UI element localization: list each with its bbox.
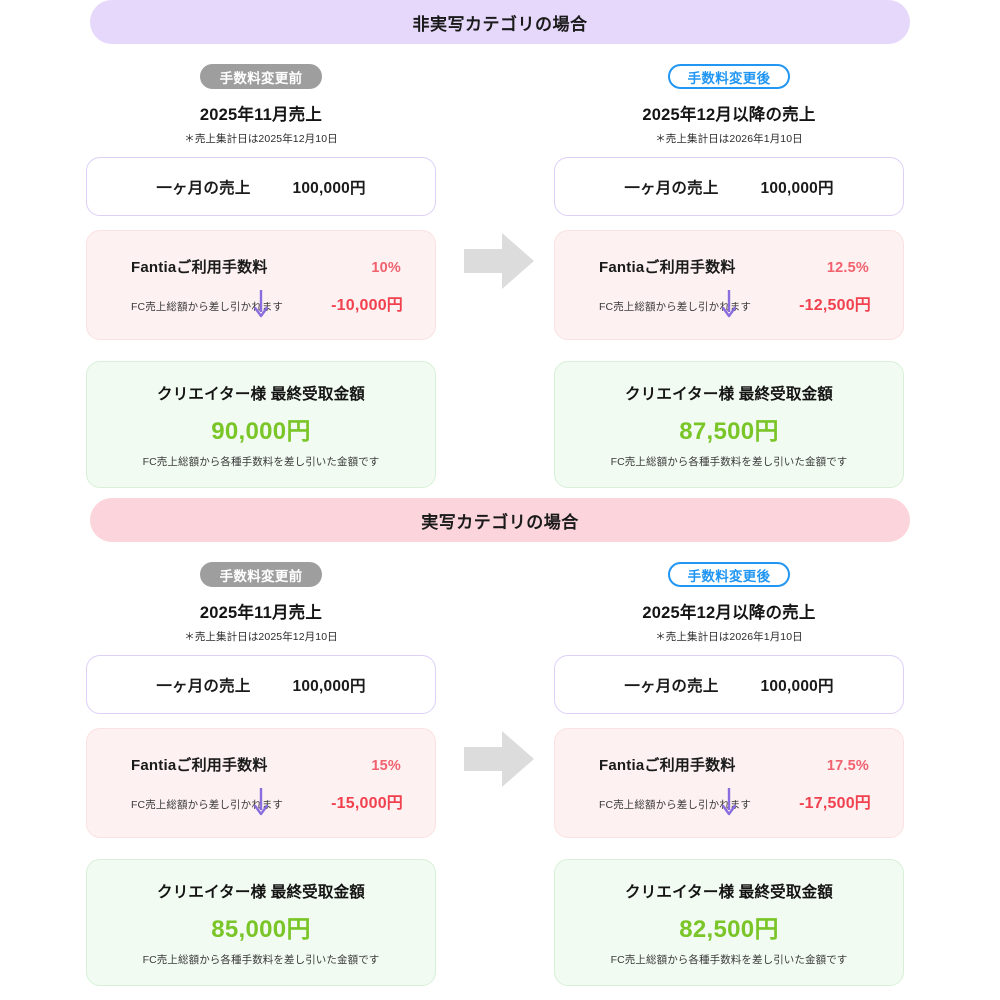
card-creator-payout: クリエイター様 最終受取金額 90,000円 FC売上総額から各種手数料を差し引… — [86, 361, 436, 488]
payout-note: FC売上総額から各種手数料を差し引いた金額です — [142, 954, 380, 966]
column-after-non-photographic: 手数料変更後 2025年12月以降の売上 ＊売上集計日は2026年1月10日 一… — [554, 64, 904, 488]
card-service-fee: Fantiaご利用手数料 12.5% FC売上総額から差し引かれます -12,5… — [554, 230, 904, 340]
fee-percent-value: 10% — [371, 259, 401, 276]
payout-note: FC売上総額から各種手数料を差し引いた金額です — [610, 954, 848, 966]
arrow-right-icon — [462, 230, 538, 292]
fee-percent-value: 12.5% — [826, 259, 869, 276]
fee-name-label: Fantiaご利用手数料 — [599, 756, 736, 774]
column-note: ＊売上集計日は2026年1月10日 — [655, 133, 803, 145]
payout-label: クリエイター様 最終受取金額 — [625, 386, 833, 403]
fee-name-label: Fantiaご利用手数料 — [131, 258, 268, 276]
payout-note: FC売上総額から各種手数料を差し引いた金額です — [142, 456, 380, 468]
section-photographic: 実写カテゴリの場合 手数料変更前 2025年11月売上 ＊売上集計日は2025年… — [0, 498, 1000, 986]
fee-bottom-row: FC売上総額から差し引かれます -17,500円 — [581, 789, 877, 813]
fee-description: FC売上総額から差し引かれます — [599, 300, 751, 313]
fee-bottom-row: FC売上総額から差し引かれます -15,000円 — [113, 789, 409, 813]
card-service-fee: Fantiaご利用手数料 17.5% FC売上総額から差し引かれます -17,5… — [554, 728, 904, 838]
card-creator-payout: クリエイター様 最終受取金額 87,500円 FC売上総額から各種手数料を差し引… — [554, 361, 904, 488]
column-title: 2025年11月売上 — [199, 604, 323, 622]
fee-top-row: Fantiaご利用手数料 10% — [113, 256, 409, 277]
column-title: 2025年12月以降の売上 — [642, 106, 816, 124]
card-monthly-sales: 一ヶ月の売上 100,000円 — [86, 157, 436, 216]
column-before-photographic: 手数料変更前 2025年11月売上 ＊売上集計日は2025年12月10日 一ヶ月… — [86, 562, 436, 986]
column-after-photographic: 手数料変更後 2025年12月以降の売上 ＊売上集計日は2026年1月10日 一… — [554, 562, 904, 986]
card-monthly-sales: 一ヶ月の売上 100,000円 — [86, 655, 436, 714]
arrow-right-icon — [462, 728, 538, 790]
badge-row: 手数料変更前 — [86, 562, 436, 587]
badge-fee-after: 手数料変更後 — [667, 64, 791, 89]
column-title: 2025年12月以降の売上 — [642, 604, 816, 622]
monthly-sales-label: 一ヶ月の売上 — [624, 179, 719, 197]
card-creator-payout: クリエイター様 最終受取金額 85,000円 FC売上総額から各種手数料を差し引… — [86, 859, 436, 986]
payout-value: 82,500円 — [679, 916, 779, 943]
monthly-sales-value: 100,000円 — [760, 179, 834, 197]
column-title: 2025年11月売上 — [199, 106, 323, 124]
badge-row: 手数料変更前 — [86, 64, 436, 89]
column-before-non-photographic: 手数料変更前 2025年11月売上 ＊売上集計日は2025年12月10日 一ヶ月… — [86, 64, 436, 488]
card-monthly-sales: 一ヶ月の売上 100,000円 — [554, 655, 904, 714]
fee-top-row: Fantiaご利用手数料 17.5% — [581, 754, 877, 775]
card-creator-payout: クリエイター様 最終受取金額 82,500円 FC売上総額から各種手数料を差し引… — [554, 859, 904, 986]
monthly-sales-value: 100,000円 — [760, 677, 834, 695]
payout-label: クリエイター様 最終受取金額 — [625, 884, 833, 901]
payout-value: 90,000円 — [211, 418, 311, 445]
fee-name-label: Fantiaご利用手数料 — [131, 756, 268, 774]
monthly-sales-value: 100,000円 — [292, 677, 366, 695]
card-service-fee: Fantiaご利用手数料 15% FC売上総額から差し引かれます -15,000… — [86, 728, 436, 838]
column-note: ＊売上集計日は2025年12月10日 — [184, 133, 338, 145]
fee-description: FC売上総額から差し引かれます — [599, 798, 751, 811]
fee-amount-value: -10,000円 — [331, 296, 403, 314]
card-service-fee: Fantiaご利用手数料 10% FC売上総額から差し引かれます -10,000… — [86, 230, 436, 340]
badge-fee-before: 手数料変更前 — [199, 562, 323, 587]
badge-fee-after: 手数料変更後 — [667, 562, 791, 587]
column-note: ＊売上集計日は2025年12月10日 — [184, 631, 338, 643]
column-note: ＊売上集計日は2026年1月10日 — [655, 631, 803, 643]
badge-row: 手数料変更後 — [554, 64, 904, 89]
fee-amount-value: -15,000円 — [331, 794, 403, 812]
columns-non-photographic: 手数料変更前 2025年11月売上 ＊売上集計日は2025年12月10日 一ヶ月… — [0, 44, 1000, 488]
fee-description: FC売上総額から差し引かれます — [131, 798, 283, 811]
fee-name-label: Fantiaご利用手数料 — [599, 258, 736, 276]
fee-amount-value: -12,500円 — [799, 296, 871, 314]
columns-photographic: 手数料変更前 2025年11月売上 ＊売上集計日は2025年12月10日 一ヶ月… — [0, 542, 1000, 986]
fee-percent-value: 17.5% — [826, 757, 869, 774]
fee-top-row: Fantiaご利用手数料 12.5% — [581, 256, 877, 277]
fee-top-row: Fantiaご利用手数料 15% — [113, 754, 409, 775]
payout-label: クリエイター様 最終受取金額 — [157, 884, 365, 901]
badge-row: 手数料変更後 — [554, 562, 904, 587]
monthly-sales-label: 一ヶ月の売上 — [624, 677, 719, 695]
payout-value: 87,500円 — [679, 418, 779, 445]
payout-note: FC売上総額から各種手数料を差し引いた金額です — [610, 456, 848, 468]
card-monthly-sales: 一ヶ月の売上 100,000円 — [554, 157, 904, 216]
section-header-photographic: 実写カテゴリの場合 — [90, 498, 910, 542]
fee-amount-value: -17,500円 — [799, 794, 871, 812]
monthly-sales-label: 一ヶ月の売上 — [156, 677, 251, 695]
payout-value: 85,000円 — [211, 916, 311, 943]
monthly-sales-value: 100,000円 — [292, 179, 366, 197]
section-header-non-photographic: 非実写カテゴリの場合 — [90, 0, 910, 44]
fee-description: FC売上総額から差し引かれます — [131, 300, 283, 313]
fee-bottom-row: FC売上総額から差し引かれます -10,000円 — [113, 291, 409, 315]
fee-percent-value: 15% — [371, 757, 401, 774]
payout-label: クリエイター様 最終受取金額 — [157, 386, 365, 403]
badge-fee-before: 手数料変更前 — [199, 64, 323, 89]
fee-bottom-row: FC売上総額から差し引かれます -12,500円 — [581, 291, 877, 315]
monthly-sales-label: 一ヶ月の売上 — [156, 179, 251, 197]
section-non-photographic: 非実写カテゴリの場合 手数料変更前 2025年11月売上 ＊売上集計日は2025… — [0, 0, 1000, 488]
